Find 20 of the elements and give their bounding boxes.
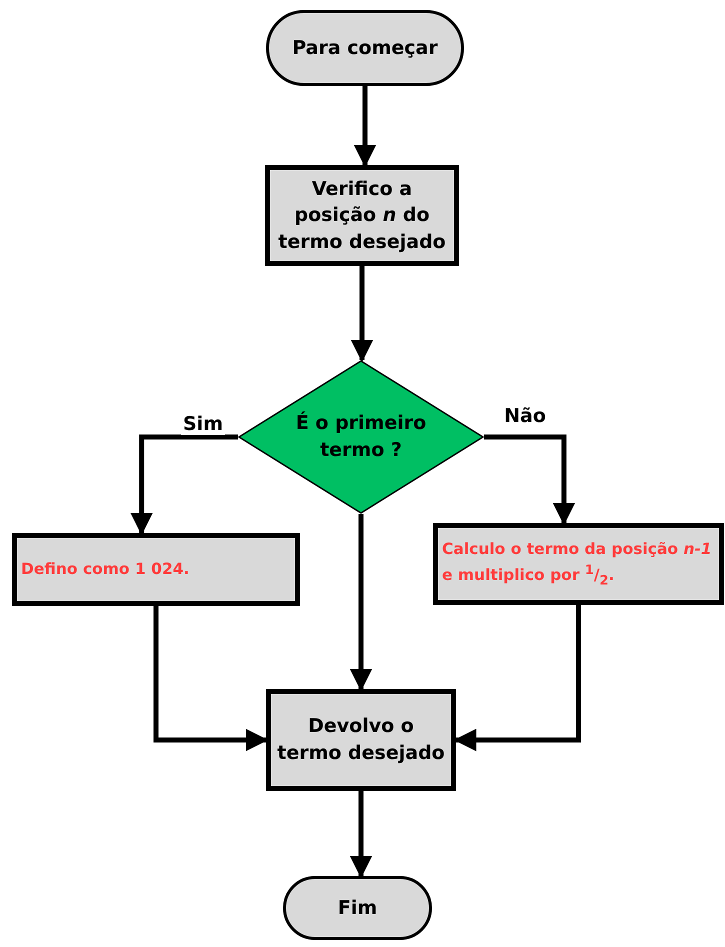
arrow: [350, 791, 372, 878]
node-text: Para começar: [292, 36, 438, 61]
edge-label: Sim: [181, 413, 225, 435]
process-box: [266, 689, 456, 791]
process-box: [12, 533, 300, 606]
arrow: [350, 266, 374, 362]
node-text: Calculo o termo da posição n-1 e multiplico por $^{1}$/$_{2}$.: [442, 538, 713, 590]
arrow: [484, 434, 576, 526]
node-text: Devolvo o termo desejado: [276, 714, 446, 766]
arrow: [154, 606, 268, 752]
process-box: [265, 165, 459, 266]
node-text: Verifico a posição n do termo desejado: [277, 176, 447, 255]
arrow: [130, 434, 238, 536]
decision-diamond: [238, 360, 484, 514]
process-box: [433, 523, 724, 605]
node-text: Defino como 1 024.: [21, 558, 190, 580]
node-text: É o primeiro termo ?: [294, 410, 428, 463]
node-text: Fim: [338, 896, 378, 921]
arrow: [350, 514, 372, 692]
arrow: [354, 86, 376, 168]
